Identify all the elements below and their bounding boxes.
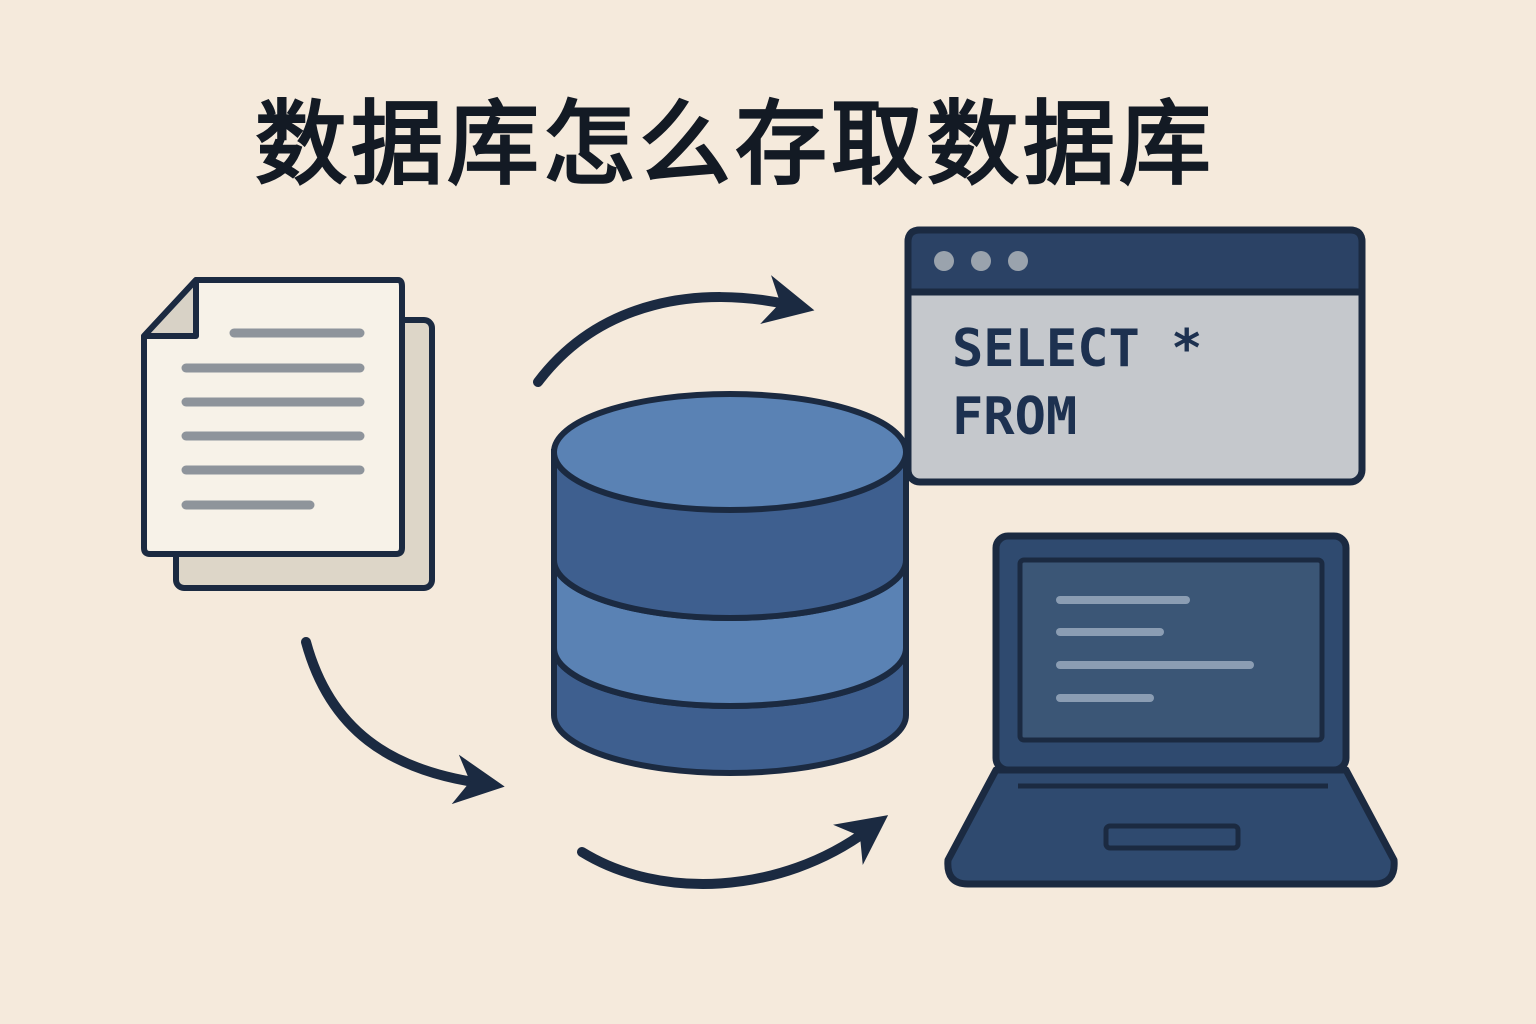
arrow-doc-to-db [301, 637, 505, 805]
laptop-screen-lines [1056, 596, 1254, 702]
document-icon [141, 277, 435, 591]
database-icon [551, 391, 909, 776]
flow-arrows [301, 275, 889, 889]
sql-line-2: FROM [952, 387, 1077, 447]
arrow-db-to-sql [533, 275, 815, 387]
trackpad [1103, 823, 1241, 851]
sql-window-icon: SELECT * FROM [904, 226, 1366, 486]
arrow-db-to-laptop [577, 815, 889, 889]
diagram-title: 数据库怎么存取数据库 [254, 91, 1215, 198]
sql-line-1: SELECT * [952, 319, 1202, 379]
laptop-icon [944, 532, 1398, 888]
